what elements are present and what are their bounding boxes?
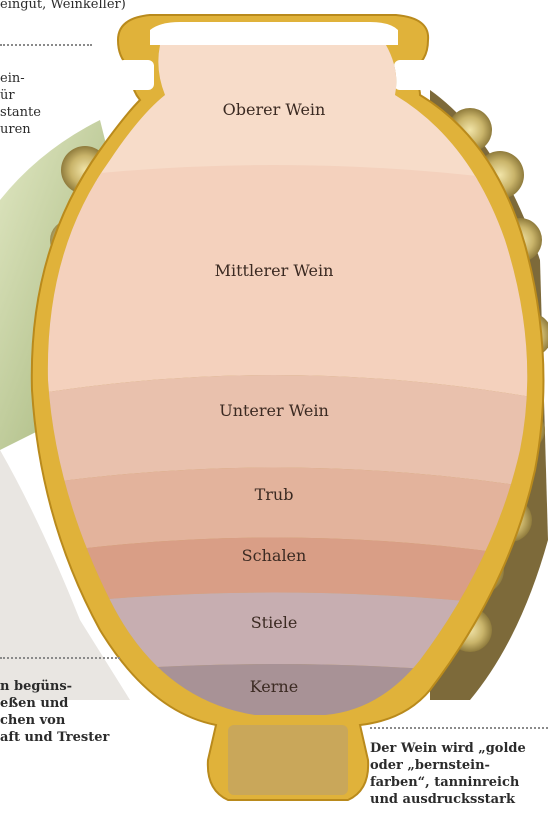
right-lower-text: Der Wein wird „golde oder „bernstein- fa…: [370, 740, 548, 808]
divider-bottom-left: [0, 657, 120, 659]
layer-label-kerne: Kerne: [250, 677, 298, 696]
top-caption: eingut, Weinkeller): [0, 0, 126, 13]
divider-bottom-right: [370, 727, 548, 729]
left-lower-line: n begüns-: [0, 678, 140, 695]
divider-top-left: [0, 44, 92, 46]
right-lower-line: oder „bernstein-: [370, 757, 548, 774]
right-lower-line: farben“, tanninreich: [370, 774, 548, 791]
left-upper-line: ür: [0, 87, 80, 104]
layer-label-stiele: Stiele: [251, 613, 298, 632]
handle-opening-right: [394, 60, 430, 90]
layer-label-unterer-wein: Unterer Wein: [219, 401, 329, 420]
right-lower-line: und ausdrucksstark: [370, 791, 548, 808]
left-lower-line: aft und Trester: [0, 729, 140, 746]
left-upper-line: uren: [0, 121, 80, 138]
layer-label-trub: Trub: [255, 485, 294, 504]
amphora-mouth: [150, 22, 398, 45]
layer-label-schalen: Schalen: [242, 546, 307, 565]
handle-opening-left: [118, 60, 154, 90]
right-lower-line: Der Wein wird „golde: [370, 740, 548, 757]
left-upper-text: ein- ür stante uren: [0, 70, 80, 138]
left-upper-line: ein-: [0, 70, 80, 87]
left-lower-line: eßen und: [0, 695, 140, 712]
left-lower-line: chen von: [0, 712, 140, 729]
layer-label-oberer-wein: Oberer Wein: [223, 100, 326, 119]
amphora-foot: [228, 725, 348, 795]
left-lower-text: n begüns- eßen und chen von aft und Tres…: [0, 678, 140, 746]
layer-label-mittlerer-wein: Mittlerer Wein: [215, 261, 334, 280]
left-upper-line: stante: [0, 104, 80, 121]
